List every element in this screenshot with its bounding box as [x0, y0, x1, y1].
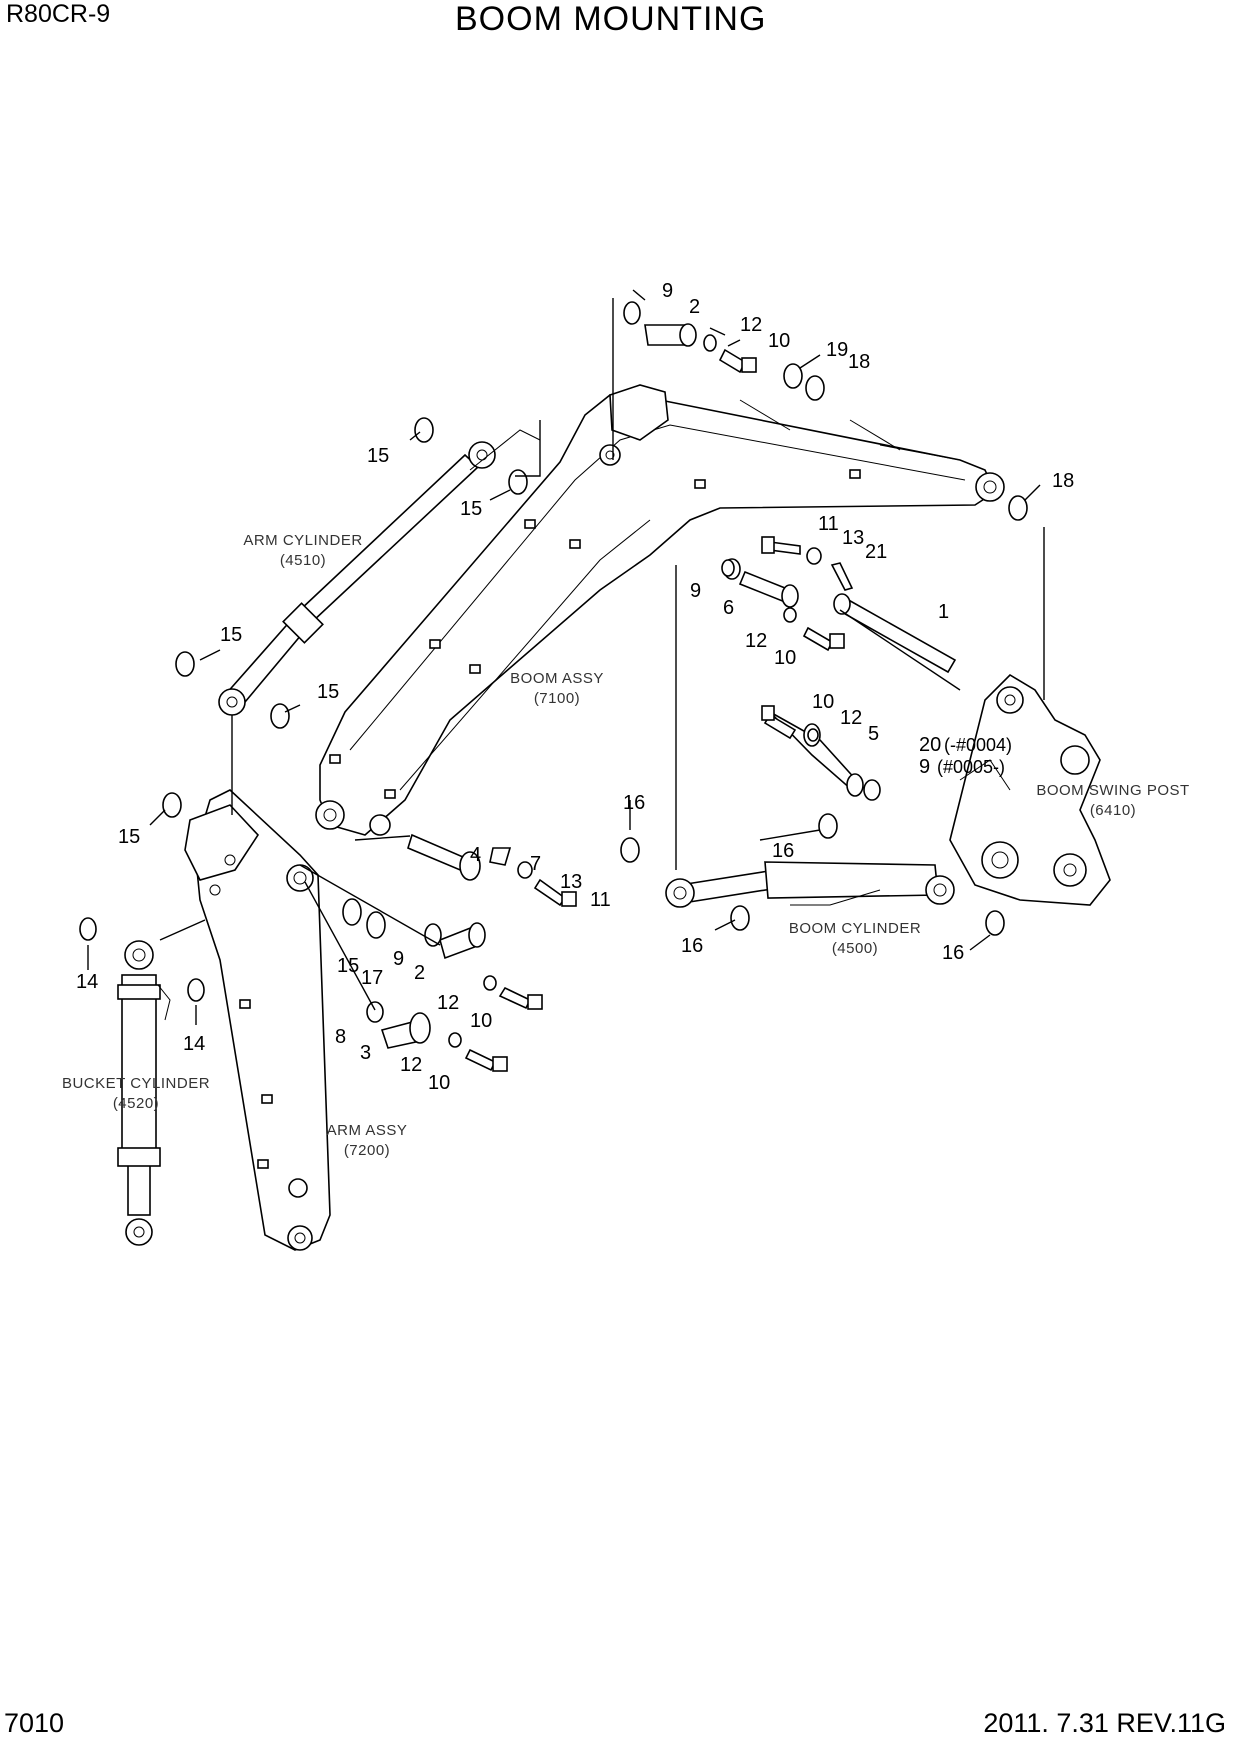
boom-cylinder-drawing: [665, 861, 955, 908]
callout-13-lower: 13: [560, 871, 582, 893]
callout-6: 6: [723, 597, 734, 619]
arm-cylinder-label: ARM CYLINDER: [243, 532, 362, 549]
callout-12-post: 12: [840, 707, 862, 729]
callout-11-lower: 11: [590, 889, 611, 911]
callout-5: 5: [868, 723, 879, 745]
callout-15-arm-top: 15: [367, 445, 389, 467]
callout-12-top: 12: [740, 314, 762, 336]
callout-9-lower: 9: [393, 948, 404, 970]
callout-9-post: 9: [919, 756, 930, 778]
callout-10-mid: 10: [774, 647, 796, 669]
callout-15-lower: 15: [337, 955, 359, 977]
callout-10-lower: 10: [470, 1010, 492, 1032]
callout-16-left: 16: [623, 792, 645, 814]
callout-12-bottom: 12: [400, 1054, 422, 1076]
hardware-parts: [79, 301, 1028, 1072]
boom-swing-post-code: (6410): [1090, 802, 1136, 819]
arm-assy-label: ARM ASSY: [327, 1122, 408, 1139]
callout-9-mid: 9: [690, 580, 701, 602]
callout-11-boom: 11: [818, 513, 839, 535]
callout-8: 8: [335, 1026, 346, 1048]
serial-note-item20: (-#0004): [944, 735, 1012, 755]
callout-16-mid: 16: [772, 840, 794, 862]
boom-assy-label: BOOM ASSY: [510, 670, 604, 687]
callout-1: 1: [938, 601, 949, 623]
callout-18-right: 18: [1052, 470, 1074, 492]
arm-assembly-drawing: [184, 789, 331, 1251]
boom-swing-post-label: BOOM SWING POST: [1036, 782, 1189, 799]
boom-cylinder-label: BOOM CYLINDER: [789, 920, 921, 937]
callout-16-lower: 16: [681, 935, 703, 957]
arm-assy-code: (7200): [344, 1142, 390, 1159]
callout-15-arm-mid: 15: [220, 624, 242, 646]
serial-notes: (-#0004) (#0005-): [937, 735, 1012, 777]
callout-10-post: 10: [812, 691, 834, 713]
callout-14-right: 14: [183, 1033, 205, 1055]
boom-assy-code: (7100): [534, 690, 580, 707]
arm-cylinder-code: (4510): [280, 552, 326, 569]
boom-swing-post-drawing: [949, 673, 1111, 906]
callout-16-right: 16: [942, 942, 964, 964]
page-number: 7010: [4, 1708, 65, 1738]
callout-18-top: 18: [848, 351, 870, 373]
callout-2-lower: 2: [414, 962, 425, 984]
callout-14-left: 14: [76, 971, 98, 993]
callout-4: 4: [470, 844, 481, 866]
arm-cylinder-drawing: [218, 429, 541, 716]
callout-labels: 9 2 12 10 19 18 18 15 15 11 13 21 9 6 1 …: [76, 280, 1074, 1094]
callout-21: 21: [865, 541, 887, 563]
bucket-cylinder-code: (4520): [113, 1095, 159, 1112]
callout-15-arm-top-2: 15: [460, 498, 482, 520]
callout-13-boom: 13: [842, 527, 864, 549]
boom-assembly-drawing: [315, 384, 1005, 836]
callout-10-top: 10: [768, 330, 790, 352]
callout-7: 7: [530, 853, 541, 875]
callout-3: 3: [360, 1042, 371, 1064]
callout-10-bottom: 10: [428, 1072, 450, 1094]
callout-19: 19: [826, 339, 848, 361]
bucket-cylinder-drawing: [117, 940, 171, 1246]
model-number: R80CR-9: [6, 0, 111, 28]
callout-15-arm-mid-2: 15: [317, 681, 339, 703]
bucket-cylinder-label: BUCKET CYLINDER: [62, 1075, 210, 1092]
callout-12-mid: 12: [745, 630, 767, 652]
assembly-labels: ARM CYLINDER (4510) BOOM ASSY (7100) BOO…: [62, 532, 1189, 1159]
callout-17: 17: [361, 967, 383, 989]
serial-note-item9: (#0005-): [937, 757, 1005, 777]
revision-date: 2011. 7.31 REV.11G: [983, 1708, 1226, 1738]
callout-15-arm-left: 15: [118, 826, 140, 848]
page-title: BOOM MOUNTING: [455, 0, 767, 38]
leader-lines: [87, 289, 1045, 1025]
callout-20: 20: [919, 734, 941, 756]
callout-9-top: 9: [662, 280, 673, 302]
boom-cylinder-code: (4500): [832, 940, 878, 957]
callout-2-top: 2: [689, 296, 700, 318]
callout-12-lower: 12: [437, 992, 459, 1014]
